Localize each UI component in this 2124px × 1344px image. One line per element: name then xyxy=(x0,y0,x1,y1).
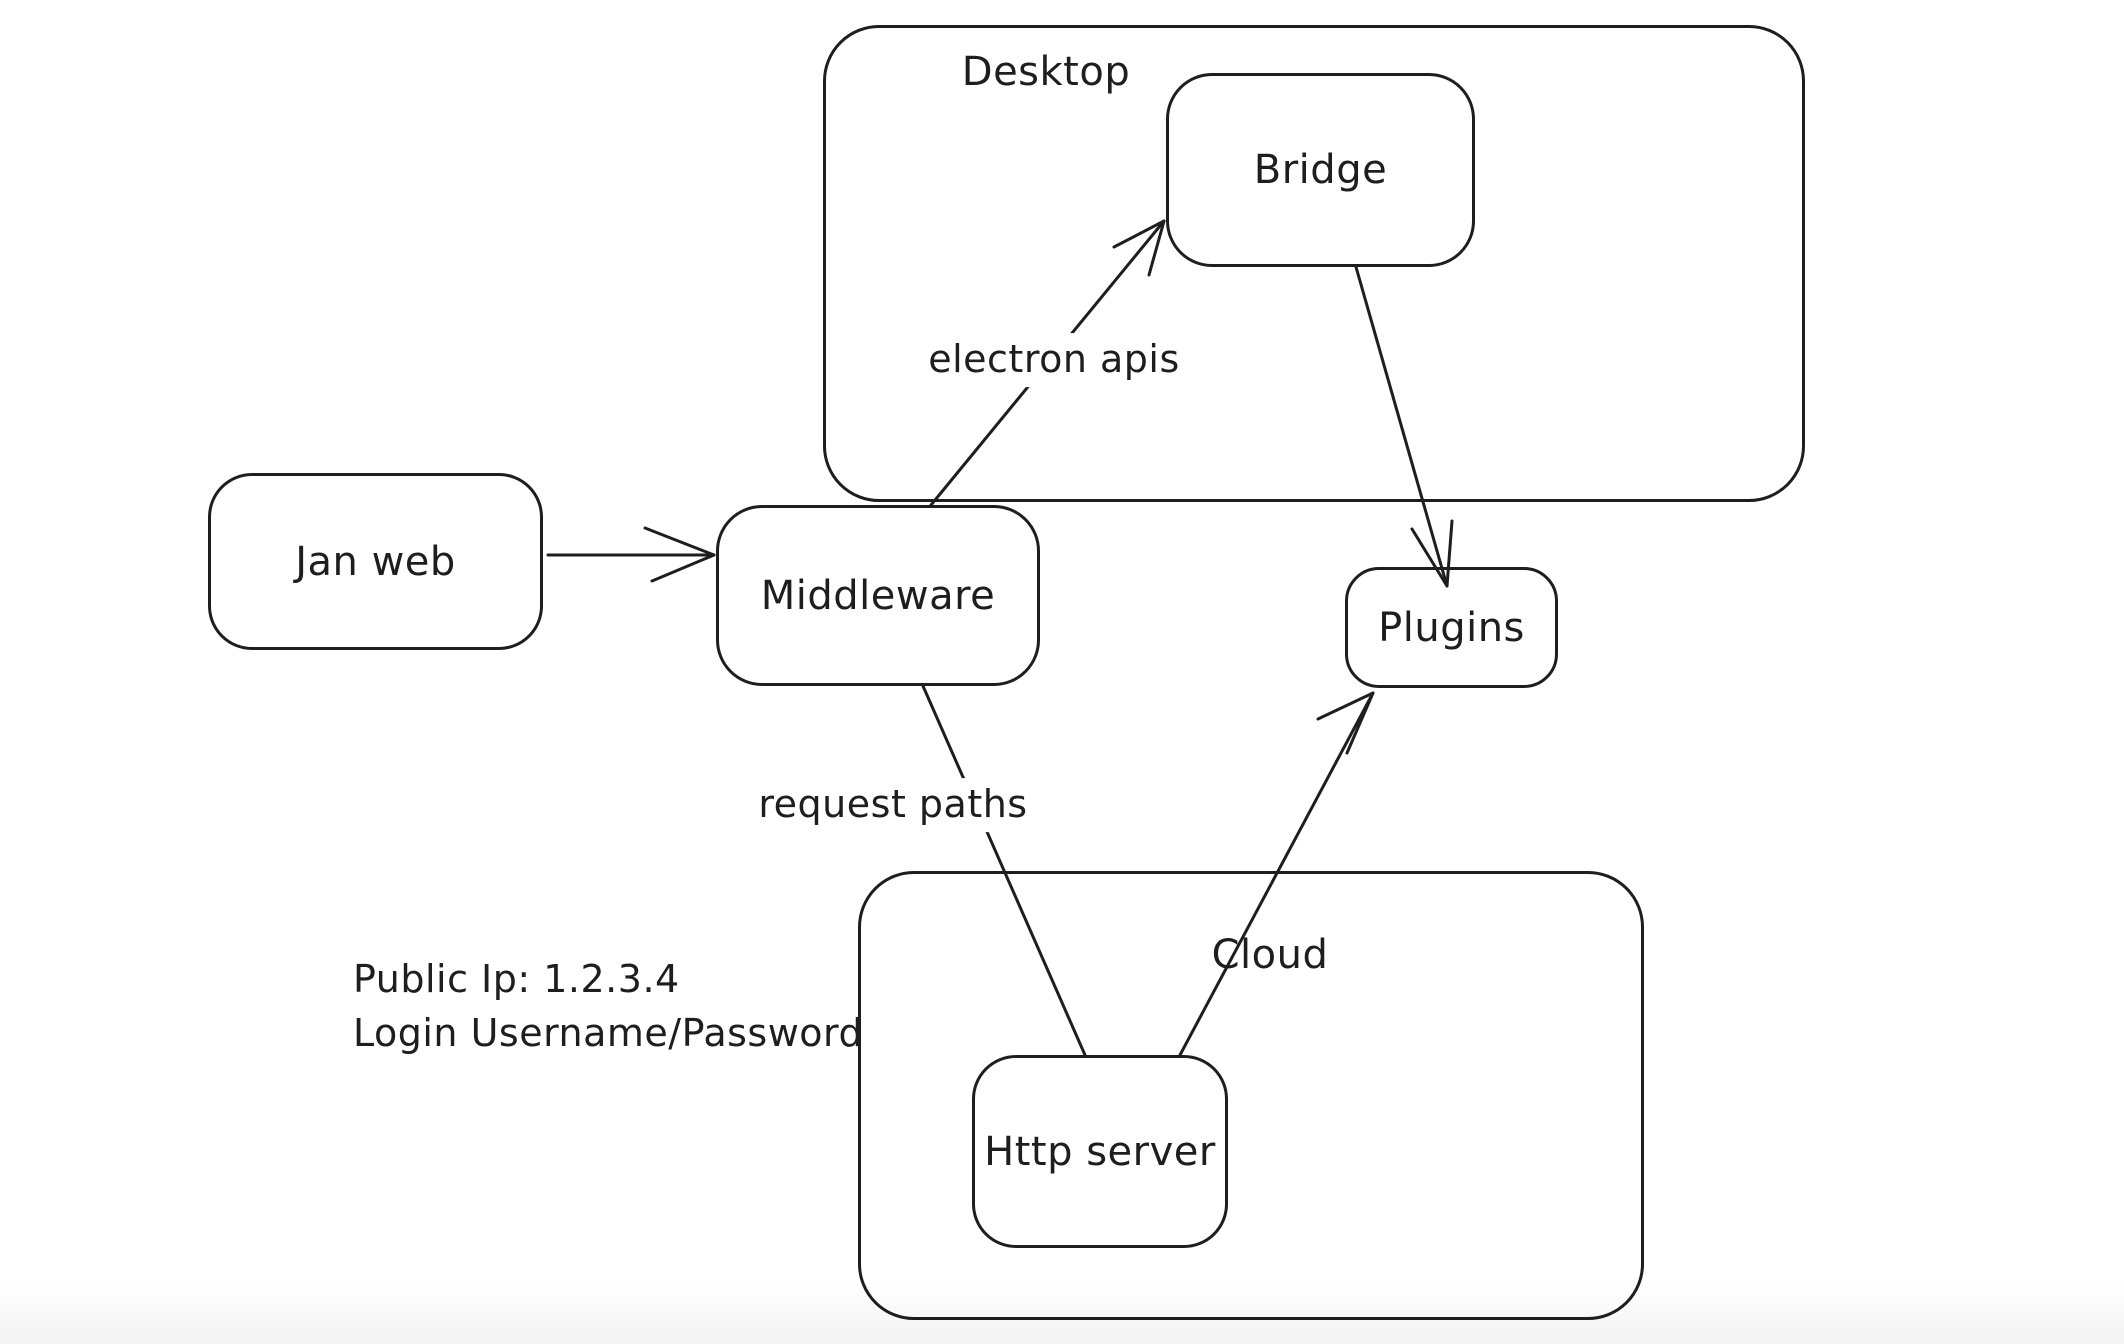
login-line: Login Username/Password xyxy=(353,1010,864,1055)
jan-web-label: Jan web xyxy=(295,538,456,585)
credentials-annotation[interactable]: Public Ip: 1.2.3.4 Login Username/Passwo… xyxy=(353,953,863,1061)
http-server-node[interactable]: Http server xyxy=(972,1055,1228,1248)
jan-web-node[interactable]: Jan web xyxy=(208,473,543,650)
cloud-container-label[interactable]: Cloud xyxy=(1211,932,1329,978)
edge-label-request-paths[interactable]: request paths xyxy=(746,778,1040,832)
middleware-label: Middleware xyxy=(760,572,996,619)
arrowhead-into-plugins-bottom-icon xyxy=(1316,691,1375,755)
bridge-node[interactable]: Bridge xyxy=(1166,73,1475,267)
plugins-node[interactable]: Plugins xyxy=(1345,567,1558,688)
bridge-label: Bridge xyxy=(1253,147,1388,193)
public-ip-line: Public Ip: 1.2.3.4 xyxy=(353,957,680,1001)
arrowhead-into-middleware-icon xyxy=(643,526,716,583)
plugins-label: Plugins xyxy=(1378,604,1525,651)
desktop-container[interactable] xyxy=(823,25,1805,502)
edge-janweb-to-middleware[interactable] xyxy=(546,526,716,583)
middleware-node[interactable]: Middleware xyxy=(716,505,1040,686)
http-server-label: Http server xyxy=(984,1128,1216,1175)
edge-label-electron-apis[interactable]: electron apis xyxy=(916,333,1192,387)
desktop-container-label[interactable]: Desktop xyxy=(961,49,1131,95)
